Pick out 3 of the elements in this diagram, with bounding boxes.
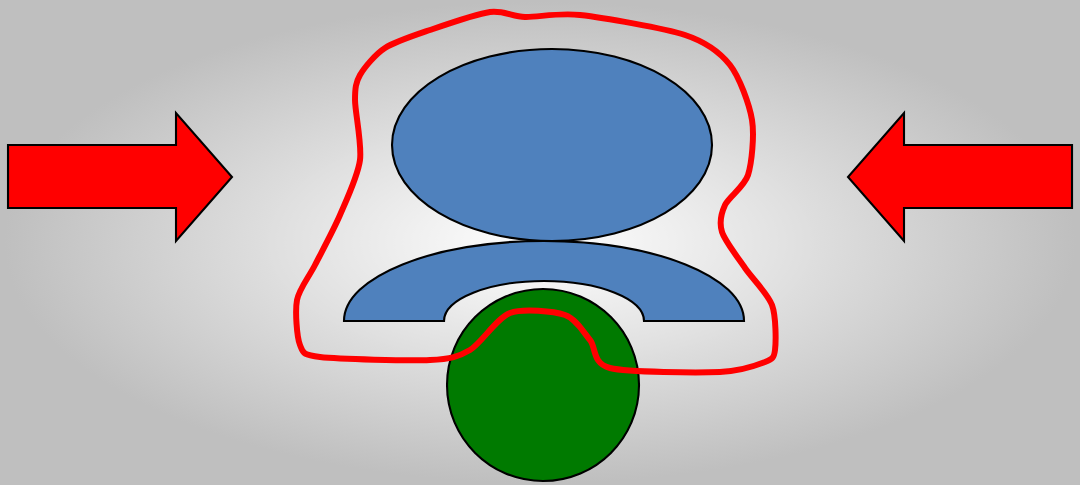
arch-shape [342, 239, 746, 323]
circle-shape [445, 287, 641, 483]
ellipse-shape [390, 47, 714, 243]
